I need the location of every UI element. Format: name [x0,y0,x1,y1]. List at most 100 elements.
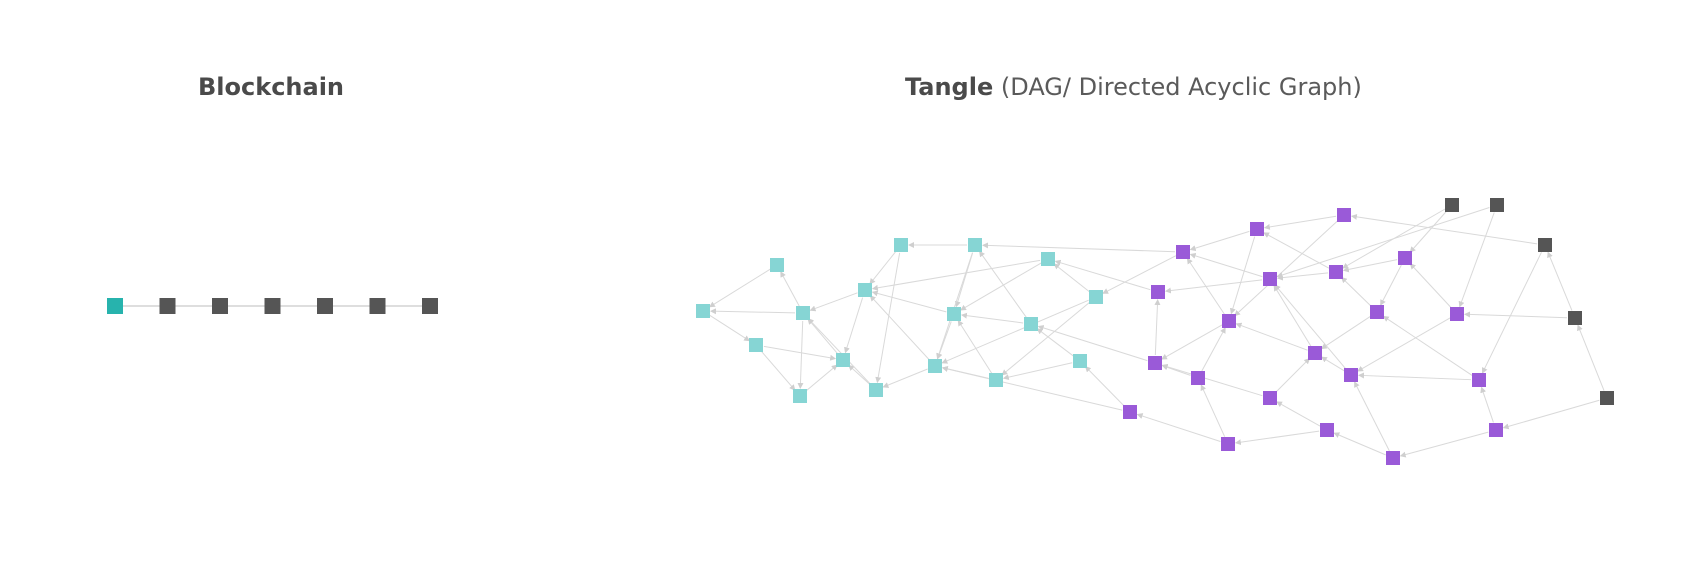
tangle-node-pending [1263,391,1277,405]
tangle-edge [1354,381,1390,452]
tangle-node-pending [1151,285,1165,299]
tangle-edge [1458,212,1495,308]
tangle-edge [848,364,871,385]
tangle-edge [1002,362,1073,381]
tangle-edge [1161,363,1263,397]
tangle-node-confirmed [696,304,710,318]
tangle-edge [1275,357,1311,393]
tangle-node-pending [1398,251,1412,265]
tangle-edge [1234,430,1320,446]
tangle-edge [1547,251,1573,311]
tangle-edge [1054,259,1151,291]
tangle-node-pending [1123,405,1137,419]
tangle-edge [1341,276,1372,307]
blockchain-diagram [107,298,438,314]
tangle-node-confirmed [1089,290,1103,304]
tangle-edge [869,295,930,361]
tangle-node-pending [1386,451,1400,465]
tangle-node-tip [1538,238,1552,252]
tangle-title-subtitle: (DAG/ Directed Acyclic Graph) [1000,73,1362,101]
tangle-edge [979,250,1027,318]
tangle-edge [763,345,837,361]
tangle-edge [957,319,993,374]
tangle-edge [936,252,973,360]
tangle-edge [869,250,897,285]
tangle-edge [1276,272,1329,281]
tangle-edge [1482,251,1542,374]
tangle-node-pending [1176,245,1190,259]
tangle-edge [807,318,871,385]
tangle-edge [809,292,858,312]
tangle-node-pending [1489,423,1503,437]
tangle-node-pending [1320,423,1334,437]
tangle-node-confirmed [894,238,908,252]
tangle-edge [709,308,796,315]
tangle-node-confirmed [858,283,872,297]
tangle-edge [1350,213,1538,245]
tangle-edge [941,299,1089,364]
tangle-node-pending [1308,346,1322,360]
blockchain-block [264,298,281,314]
tangle-node-pending [1329,265,1343,279]
tangle-edge [780,271,800,307]
tangle-edge [807,318,839,355]
blockchain-block [159,298,176,314]
tangle-edge [1235,322,1308,351]
tangle-edge [1409,263,1452,309]
tangle-edge [1409,210,1448,253]
tangle-edge [871,290,947,313]
tangle-node-confirmed [749,338,763,352]
tangle-title: Tangle (DAG/ Directed Acyclic Graph) [905,73,1362,101]
tangle-edge [1342,259,1398,273]
tangle-edge [1380,264,1402,306]
tangle-node-pending [1370,305,1384,319]
tangle-edge [1200,384,1226,437]
tangle-node-confirmed [836,353,850,367]
tangle-edges [708,207,1605,458]
tangle-edge [981,242,1176,253]
tangle-edge [1502,399,1600,430]
tangle-node-pending [1222,314,1236,328]
tangle-edge [1333,432,1386,456]
tangle-edge [1001,301,1091,376]
tangle-edge [1320,315,1371,350]
tangle-edge [1037,325,1148,362]
blockchain-title: Blockchain [198,73,344,101]
tangle-node-confirmed [869,383,883,397]
tangle-node-tip [1445,198,1459,212]
tangle-node-confirmed [968,238,982,252]
tangle-nodes [696,198,1614,465]
tangle-edge [1463,311,1568,319]
tangle-edge [1229,236,1256,315]
tangle-edge [1201,327,1226,372]
blockchain-block [369,298,386,314]
tangle-edge [1320,356,1345,372]
tangle-edge [1154,298,1161,356]
tangle-edge [1161,324,1223,360]
tangle-node-confirmed [770,258,784,272]
blockchain-title-text: Blockchain [198,73,345,101]
tangle-edge [1273,284,1312,347]
tangle-node-pending [1450,307,1464,321]
tangle-node-confirmed [793,389,807,403]
tangle-node-confirmed [989,373,1003,387]
tangle-node-pending [1191,371,1205,385]
tangle-node-tip [1490,198,1504,212]
tangle-edge [708,268,771,308]
tangle-edge [1274,284,1347,370]
tangle-node-pending [1221,437,1235,451]
blockchain-block [212,298,228,314]
tangle-edge [844,297,864,354]
tangle-edge [1234,220,1339,317]
tangle-node-confirmed [947,307,961,321]
tangle-edge [1480,386,1494,423]
tangle-edge [1189,252,1263,278]
tangle-edge [1136,413,1221,442]
tangle-edge [1382,315,1473,376]
tangle-edge [805,364,838,392]
tangle-edge [1357,372,1472,381]
tangle-edge [1577,324,1605,391]
tangle-edge [1036,328,1074,357]
tangle-edge [875,252,901,384]
